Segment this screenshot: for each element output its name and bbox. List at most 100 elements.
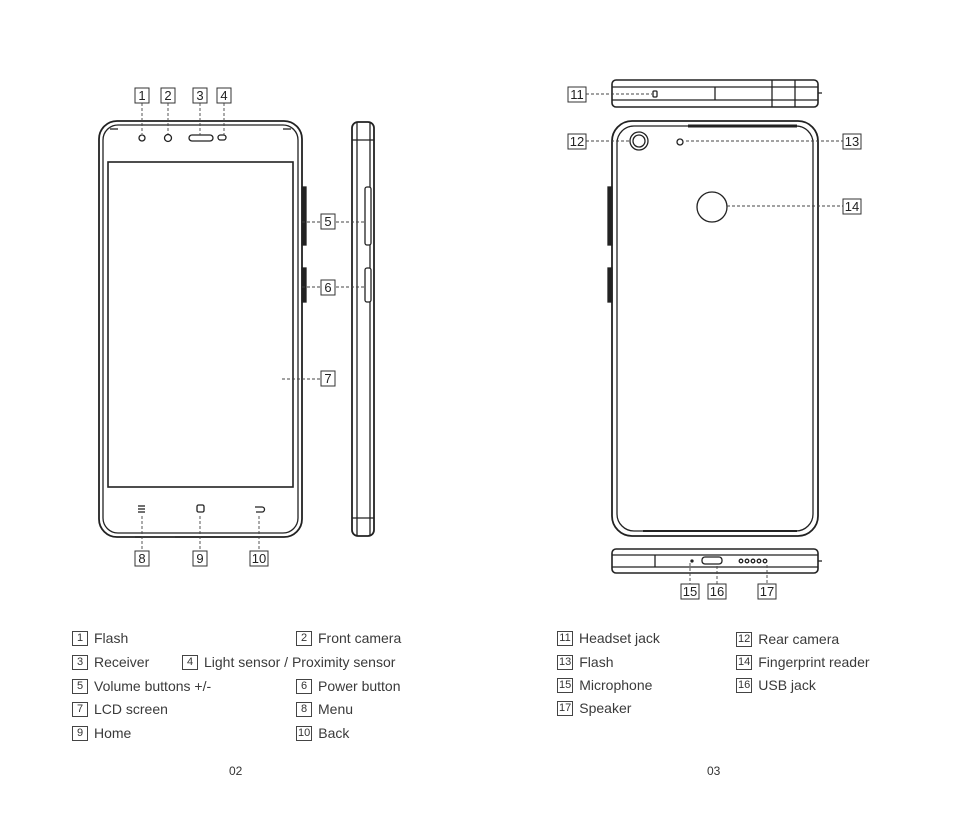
svg-text:4: 4: [220, 88, 227, 103]
legend-number: 15: [557, 677, 574, 693]
svg-text:8: 8: [138, 551, 145, 566]
legend-item-microphone: 15 Microphone: [557, 677, 652, 693]
legend-label: Menu: [318, 701, 354, 717]
legend-label: Volume buttons +/-: [94, 678, 212, 694]
callout-4: 4: [216, 87, 232, 104]
legend-item-flash: 1 Flash: [72, 630, 128, 646]
menu-key-icon: [138, 505, 145, 513]
power-button: [364, 267, 372, 303]
legend-label: Speaker: [579, 700, 632, 716]
legend-label: Flash: [94, 630, 129, 646]
callout-16: 16: [707, 583, 727, 600]
legend-number: 7: [72, 701, 88, 717]
svg-text:2: 2: [164, 88, 171, 103]
legend-item-rear-flash: 13 Flash: [557, 654, 613, 670]
home-key-icon: [196, 504, 205, 513]
legend-number: 8: [296, 701, 312, 717]
microphone-icon: [690, 559, 694, 563]
legend-item-front-camera: 2 Front camera: [296, 630, 401, 646]
side-view: [351, 121, 375, 537]
receiver-icon: [188, 134, 214, 142]
legend-label: Headset jack: [579, 630, 660, 646]
legend-label: USB jack: [758, 677, 816, 693]
legend-item-lcd-screen: 7 LCD screen: [72, 701, 168, 717]
legend-number: 2: [296, 630, 312, 646]
legend-number: 14: [736, 654, 753, 670]
rear-camera-icon: [629, 131, 649, 151]
callouts: 1 2 3 4 5 6 7 8 9 10 11 12 13 14 15 16 1…: [134, 86, 862, 600]
callout-8: 8: [134, 550, 150, 567]
legend-number: 13: [557, 654, 574, 670]
legend-number: 11: [557, 630, 573, 646]
callout-1: 1: [134, 87, 150, 104]
callout-7: 7: [320, 370, 336, 387]
light-sensor-icon: [217, 134, 227, 141]
legend-number: 6: [296, 678, 312, 694]
legend-number: 17: [557, 700, 574, 716]
legend-number: 4: [182, 654, 198, 670]
svg-text:1: 1: [138, 88, 145, 103]
callout-13: 13: [842, 133, 862, 150]
back-key-icon: [255, 506, 266, 513]
svg-text:6: 6: [324, 280, 331, 295]
rear-flash-icon: [676, 138, 684, 146]
legend-item-receiver: 3 Receiver: [72, 654, 149, 670]
callout-6: 6: [320, 279, 336, 296]
callout-2: 2: [160, 87, 176, 104]
svg-text:3: 3: [196, 88, 203, 103]
legend-label: Microphone: [579, 677, 653, 693]
front-camera-icon: [163, 133, 173, 143]
bottom-edge-view: [611, 548, 822, 574]
callout-17: 17: [757, 583, 777, 600]
legend-item-fingerprint-reader: 14 Fingerprint reader: [736, 654, 870, 670]
callout-10: 10: [249, 550, 269, 567]
back-view: [607, 120, 819, 537]
legend-label: Rear camera: [758, 631, 840, 647]
callout-12: 12: [567, 133, 587, 150]
legend-item-power-button: 6 Power button: [296, 678, 401, 694]
svg-text:12: 12: [570, 134, 584, 149]
callout-15: 15: [680, 583, 700, 600]
callout-5: 5: [320, 213, 336, 230]
front-flash-icon: [138, 134, 146, 142]
legend-label: LCD screen: [94, 701, 168, 717]
svg-text:15: 15: [683, 584, 697, 599]
speaker-icon: [738, 558, 768, 564]
callout-11: 11: [567, 86, 587, 103]
svg-text:13: 13: [845, 134, 859, 149]
legend-item-menu: 8 Menu: [296, 701, 353, 717]
legend-label: Flash: [579, 654, 614, 670]
legend-label: Power button: [318, 678, 401, 694]
legend-item-back: 10 Back: [296, 725, 349, 741]
legend-number: 9: [72, 725, 88, 741]
legend-number: 16: [736, 677, 753, 693]
leader-lines: [141, 93, 843, 584]
svg-text:14: 14: [845, 199, 859, 214]
svg-text:10: 10: [252, 551, 266, 566]
callout-9: 9: [192, 550, 208, 567]
volume-buttons: [364, 186, 372, 246]
top-edge-view: [611, 79, 822, 108]
legend-item-usb-jack: 16 USB jack: [736, 677, 816, 693]
usb-jack-icon: [701, 556, 723, 565]
legend-number: 5: [72, 678, 88, 694]
legend-item-home: 9 Home: [72, 725, 131, 741]
legend-item-rear-camera: 12 Rear camera: [736, 631, 839, 647]
legend-label: Back: [318, 725, 350, 741]
fingerprint-reader-icon: [696, 191, 728, 223]
callout-14: 14: [842, 198, 862, 215]
legend-number: 12: [736, 631, 753, 647]
legend-number: 1: [72, 630, 88, 646]
headset-jack-icon: [652, 90, 658, 98]
page-number-left: 02: [229, 764, 243, 778]
svg-text:5: 5: [324, 214, 331, 229]
legend-number: 10: [296, 725, 313, 741]
legend-label: Front camera: [318, 630, 402, 646]
legend-item-volume-buttons: 5 Volume buttons +/-: [72, 678, 211, 694]
svg-text:7: 7: [324, 371, 331, 386]
legend-label: Receiver: [94, 654, 150, 670]
front-view: [98, 120, 307, 538]
legend-item-headset-jack: 11 Headset jack: [557, 630, 660, 646]
svg-text:17: 17: [760, 584, 774, 599]
